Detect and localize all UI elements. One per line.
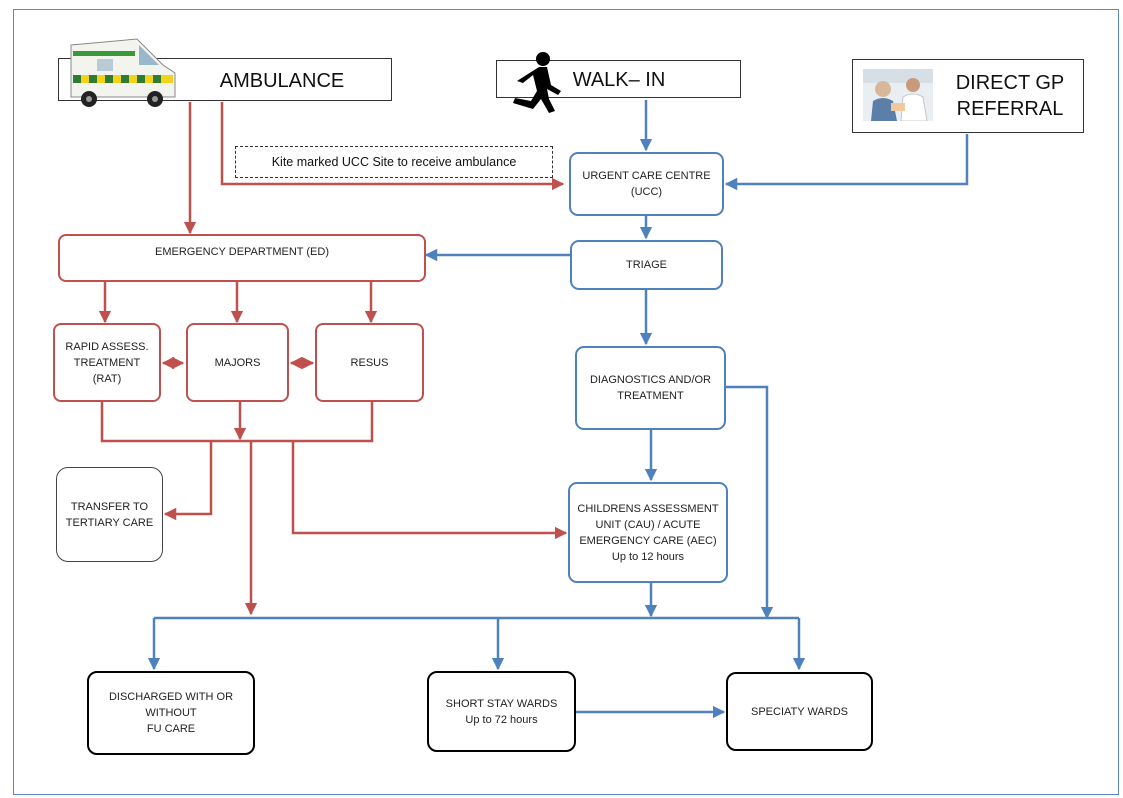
edge-diagnostics-to-specialty: [726, 385, 774, 620]
edge-to-cau: [291, 441, 568, 540]
edge-gp-to-ucc: [724, 134, 969, 191]
ambulance-label: AMBULANCE: [219, 70, 345, 92]
node-rapid-assessment-treatment: RAPID ASSESS. TREATMENT (RAT): [53, 323, 161, 402]
node-resus: RESUS: [315, 323, 424, 402]
node-diagnostics: DIAGNOSTICS AND/OR TREATMENT: [575, 346, 726, 430]
node-triage: TRIAGE: [570, 240, 723, 290]
gp-referral-source-box: DIRECT GP REFERRAL: [852, 59, 1084, 133]
ambulance-source-box: AMBULANCE: [58, 38, 392, 107]
walking-person-icon: [503, 51, 573, 113]
node-discharged: DISCHARGED WITH OR WITHOUT FU CARE: [87, 671, 255, 755]
ambulance-icon: [67, 35, 179, 115]
edge-ed-collector: [100, 402, 374, 443]
doctor-patient-icon: [863, 69, 933, 122]
node-majors: MAJORS: [186, 323, 289, 402]
gp-referral-label: DIRECT GP REFERRAL: [955, 72, 1065, 120]
node-transfer-to-tertiary-care: TRANSFER TO TERTIARY CARE: [56, 467, 163, 562]
kite-marked-note: Kite marked UCC Site to receive ambulanc…: [235, 146, 553, 178]
diagram-frame: [13, 9, 1119, 795]
node-short-stay-wards: SHORT STAY WARDS Up to 72 hours: [427, 671, 576, 752]
edge-ambulance-to-ucc: [220, 102, 565, 191]
node-childrens-assessment-unit: CHILDRENS ASSESSMENT UNIT (CAU) / ACUTE …: [568, 482, 728, 583]
node-urgent-care-centre: URGENT CARE CENTRE (UCC): [569, 152, 724, 216]
edge-to-transfer: [163, 441, 213, 521]
node-specialty-wards: SPECIATY WARDS: [726, 672, 873, 751]
node-emergency-department: EMERGENCY DEPARTMENT (ED): [58, 234, 426, 282]
walk-in-source-box: WALK– IN: [496, 52, 741, 113]
walk-in-label: WALK– IN: [572, 69, 666, 91]
